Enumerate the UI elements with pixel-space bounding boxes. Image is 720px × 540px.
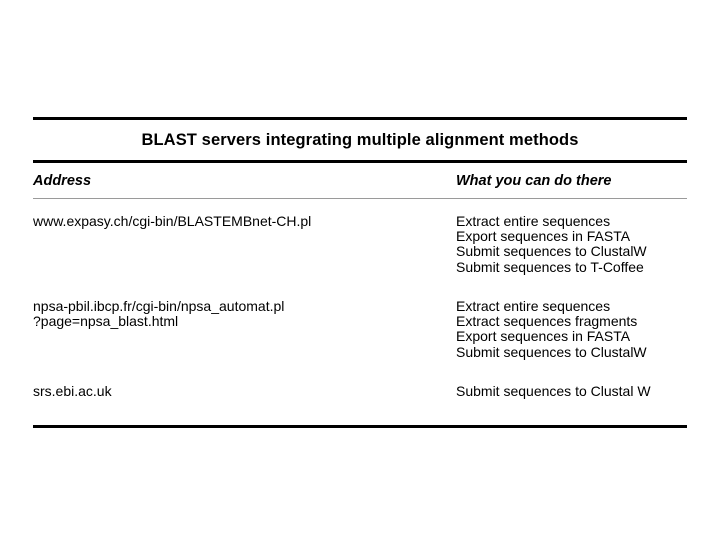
column-header-address: Address <box>33 173 92 189</box>
cell-address: www.expasy.ch/cgi-bin/BLASTEMBnet-CH.pl <box>33 213 312 229</box>
table-top-rule <box>33 117 687 120</box>
action-line: Export sequences in FASTA <box>456 228 631 245</box>
table-title: BLAST servers integrating multiple align… <box>141 130 579 149</box>
cell-address: npsa-pbil.ibcp.fr/cgi-bin/npsa_automat.p… <box>33 298 285 330</box>
table-title-band: BLAST servers integrating multiple align… <box>33 120 687 160</box>
cell-actions: Extract entire sequences Export sequence… <box>456 213 647 275</box>
action-line: Submit sequences to ClustalW <box>456 243 647 260</box>
table-header-rule <box>33 198 687 199</box>
action-line: Submit sequences to Clustal W <box>456 383 651 399</box>
column-header-what-you-can-do-there: What you can do there <box>456 173 612 189</box>
address-line: srs.ebi.ac.uk <box>33 383 112 399</box>
table-title-rule <box>33 160 687 163</box>
action-line: Submit sequences to ClustalW <box>456 343 647 360</box>
table-header-row: Address What you can do there <box>33 163 687 198</box>
action-line: Export sequences in FASTA <box>456 328 631 345</box>
address-line: ?page=npsa_blast.html <box>33 313 179 330</box>
action-line: Extract entire sequences <box>456 213 611 229</box>
action-line: Extract entire sequences <box>456 298 611 314</box>
blast-servers-table: BLAST servers integrating multiple align… <box>33 117 687 428</box>
cell-address: srs.ebi.ac.uk <box>33 383 112 399</box>
table-body: www.expasy.ch/cgi-bin/BLASTEMBnet-CH.pl … <box>33 199 687 425</box>
table-bottom-rule <box>33 425 687 428</box>
action-line: Extract sequences fragments <box>456 313 638 330</box>
address-line: www.expasy.ch/cgi-bin/BLASTEMBnet-CH.pl <box>33 213 312 229</box>
cell-actions: Submit sequences to Clustal W <box>456 383 651 399</box>
action-line: Submit sequences to T-Coffee <box>456 258 644 275</box>
address-line: npsa-pbil.ibcp.fr/cgi-bin/npsa_automat.p… <box>33 298 285 314</box>
cell-actions: Extract entire sequences Extract sequenc… <box>456 298 647 360</box>
